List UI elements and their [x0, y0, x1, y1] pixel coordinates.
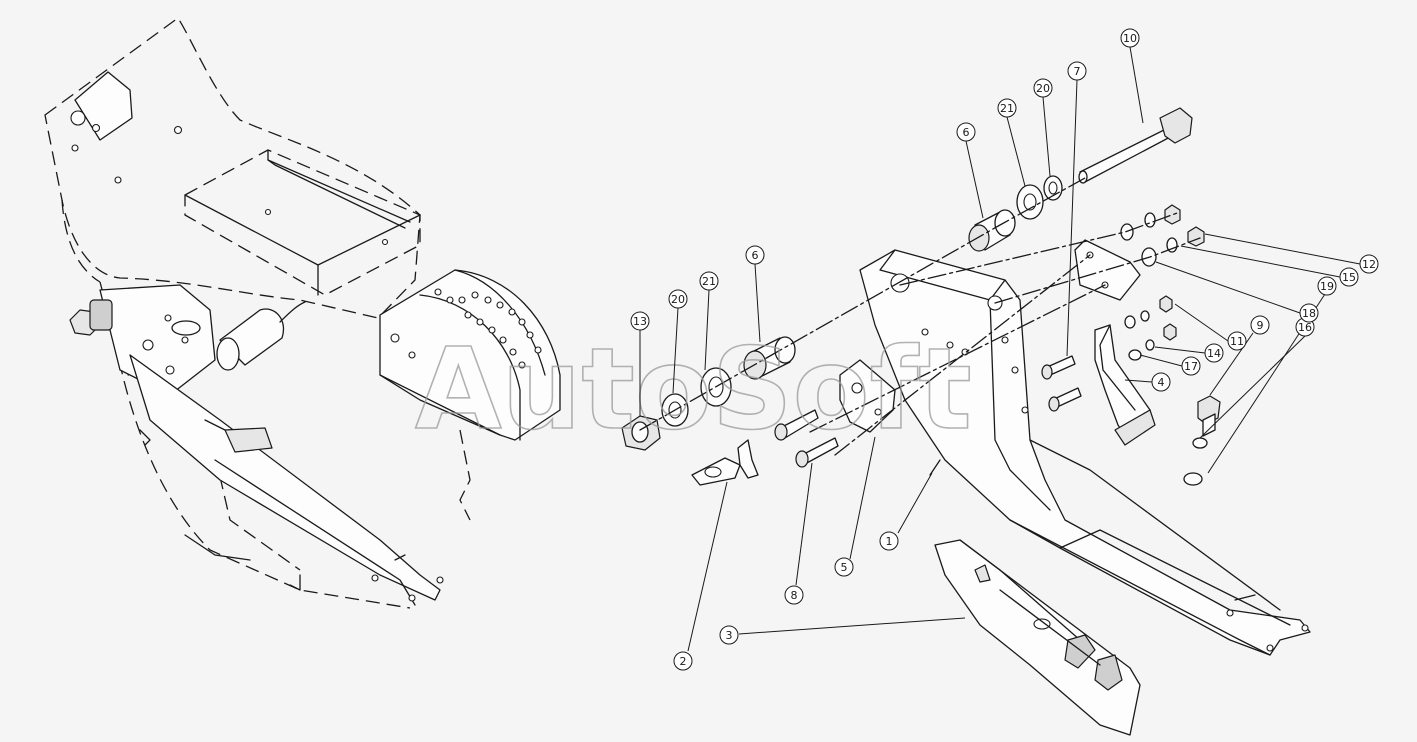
lower-washers — [661, 367, 732, 427]
part-3-share — [934, 539, 1141, 736]
svg-text:1: 1 — [886, 535, 893, 548]
assembled-view — [44, 17, 444, 609]
svg-text:3: 3 — [726, 629, 733, 642]
svg-text:6: 6 — [752, 249, 759, 262]
quadrant-holes — [390, 288, 542, 369]
callout-6: 6 — [956, 122, 976, 142]
svg-text:21: 21 — [1000, 102, 1014, 115]
callout-10: 10 — [1120, 28, 1140, 48]
svg-text:2: 2 — [680, 655, 687, 668]
callout-14: 14 — [1204, 343, 1224, 363]
part-2-pin — [691, 439, 759, 486]
callout-11: 11 — [1227, 331, 1247, 351]
callout-3: 3 — [719, 625, 739, 645]
callout-13: 13 — [630, 311, 650, 331]
callout-20: 20 — [668, 289, 688, 309]
svg-text:5: 5 — [841, 561, 848, 574]
svg-text:6: 6 — [963, 126, 970, 139]
part-7-bolts — [1041, 355, 1082, 412]
upper-washers — [1016, 175, 1063, 220]
callout-21: 21 — [699, 271, 719, 291]
svg-text:8: 8 — [791, 589, 798, 602]
svg-text:20: 20 — [671, 293, 685, 306]
callout-20: 20 — [1033, 78, 1053, 98]
svg-text:15: 15 — [1342, 271, 1356, 284]
svg-text:10: 10 — [1123, 32, 1137, 45]
callout-2: 2 — [673, 651, 693, 671]
svg-text:11: 11 — [1230, 335, 1244, 348]
callout-4: 4 — [1151, 372, 1171, 392]
callout-7: 7 — [1067, 61, 1087, 81]
hardware-nuts-washers — [1120, 204, 1221, 486]
callout-19: 19 — [1317, 276, 1337, 296]
callout-9: 9 — [1250, 315, 1270, 335]
callout-bubbles: 10 7 20 21 6 6 21 20 13 12 15 16 19 18 9… — [630, 28, 1379, 671]
svg-text:21: 21 — [702, 275, 716, 288]
svg-text:19: 19 — [1320, 280, 1334, 293]
part-5-bracket — [839, 359, 896, 433]
assembly-axes — [639, 177, 1201, 456]
callout-12: 12 — [1359, 254, 1379, 274]
part-4-bracket — [1094, 324, 1156, 446]
callout-21: 21 — [997, 98, 1017, 118]
svg-text:17: 17 — [1184, 360, 1198, 373]
part-8-bolts — [774, 409, 839, 468]
svg-text:16: 16 — [1298, 321, 1312, 334]
callout-17: 17 — [1181, 356, 1201, 376]
svg-text:13: 13 — [633, 315, 647, 328]
callout-5: 5 — [834, 557, 854, 577]
lower-bushing — [743, 336, 796, 380]
callout-1: 1 — [879, 531, 899, 551]
callout-8: 8 — [784, 585, 804, 605]
svg-text:20: 20 — [1036, 82, 1050, 95]
svg-text:9: 9 — [1257, 319, 1264, 332]
upper-bushing — [968, 209, 1016, 252]
watermark: AutoSoft — [415, 325, 972, 455]
part-10-bolt — [1078, 107, 1193, 184]
callout-18: 18 — [1299, 303, 1319, 323]
callout-15: 15 — [1339, 267, 1359, 287]
svg-text:4: 4 — [1158, 376, 1165, 389]
quadrant-bracket — [379, 269, 561, 521]
svg-text:7: 7 — [1074, 65, 1081, 78]
svg-text:18: 18 — [1302, 307, 1316, 320]
svg-text:12: 12 — [1362, 258, 1376, 271]
svg-text:14: 14 — [1207, 347, 1221, 360]
callout-6: 6 — [745, 245, 765, 265]
